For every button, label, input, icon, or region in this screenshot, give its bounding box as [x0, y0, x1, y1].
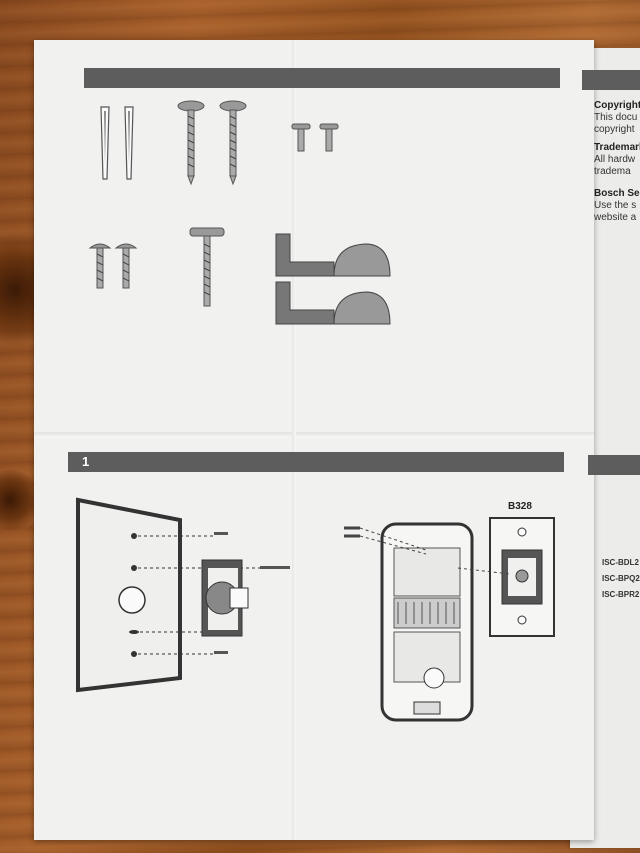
text-line: All hardw	[594, 154, 636, 165]
text-line: tradema	[594, 166, 631, 177]
pan-head-screws-icon	[88, 243, 138, 289]
model-label: ISC-BPQ2	[602, 574, 640, 583]
text-line: website a	[594, 212, 637, 223]
heading-trademarks: Trademarks	[594, 142, 640, 153]
b328-plate-diagram	[457, 517, 555, 637]
heading-bosch-security: Bosch Se	[594, 188, 640, 199]
model-label: ISC-BPR2	[602, 590, 640, 599]
flat-head-screw-icon	[189, 227, 225, 307]
b328-label: B328	[508, 501, 532, 512]
text-line: This docu	[594, 112, 638, 123]
detector-diagram	[344, 522, 474, 722]
section-header-band: 1	[68, 452, 564, 472]
heading-copyright: Copyright	[594, 100, 640, 111]
vertical-fold	[292, 40, 296, 840]
model-label: ISC-BDL2	[602, 558, 639, 567]
wall-anchors-icon	[100, 106, 134, 180]
long-screws-icon	[177, 100, 247, 186]
right-header-band	[582, 70, 640, 90]
step-number: 1	[82, 454, 90, 469]
text-line: copyright	[594, 124, 635, 135]
right-section-band	[588, 455, 640, 475]
wall-plate-diagram	[76, 497, 290, 693]
top-header-band	[84, 68, 560, 88]
horizontal-fold	[34, 432, 594, 438]
short-screws-icon	[291, 123, 339, 152]
mounting-brackets-icon	[275, 233, 391, 325]
text-line: Use the s	[594, 200, 637, 211]
